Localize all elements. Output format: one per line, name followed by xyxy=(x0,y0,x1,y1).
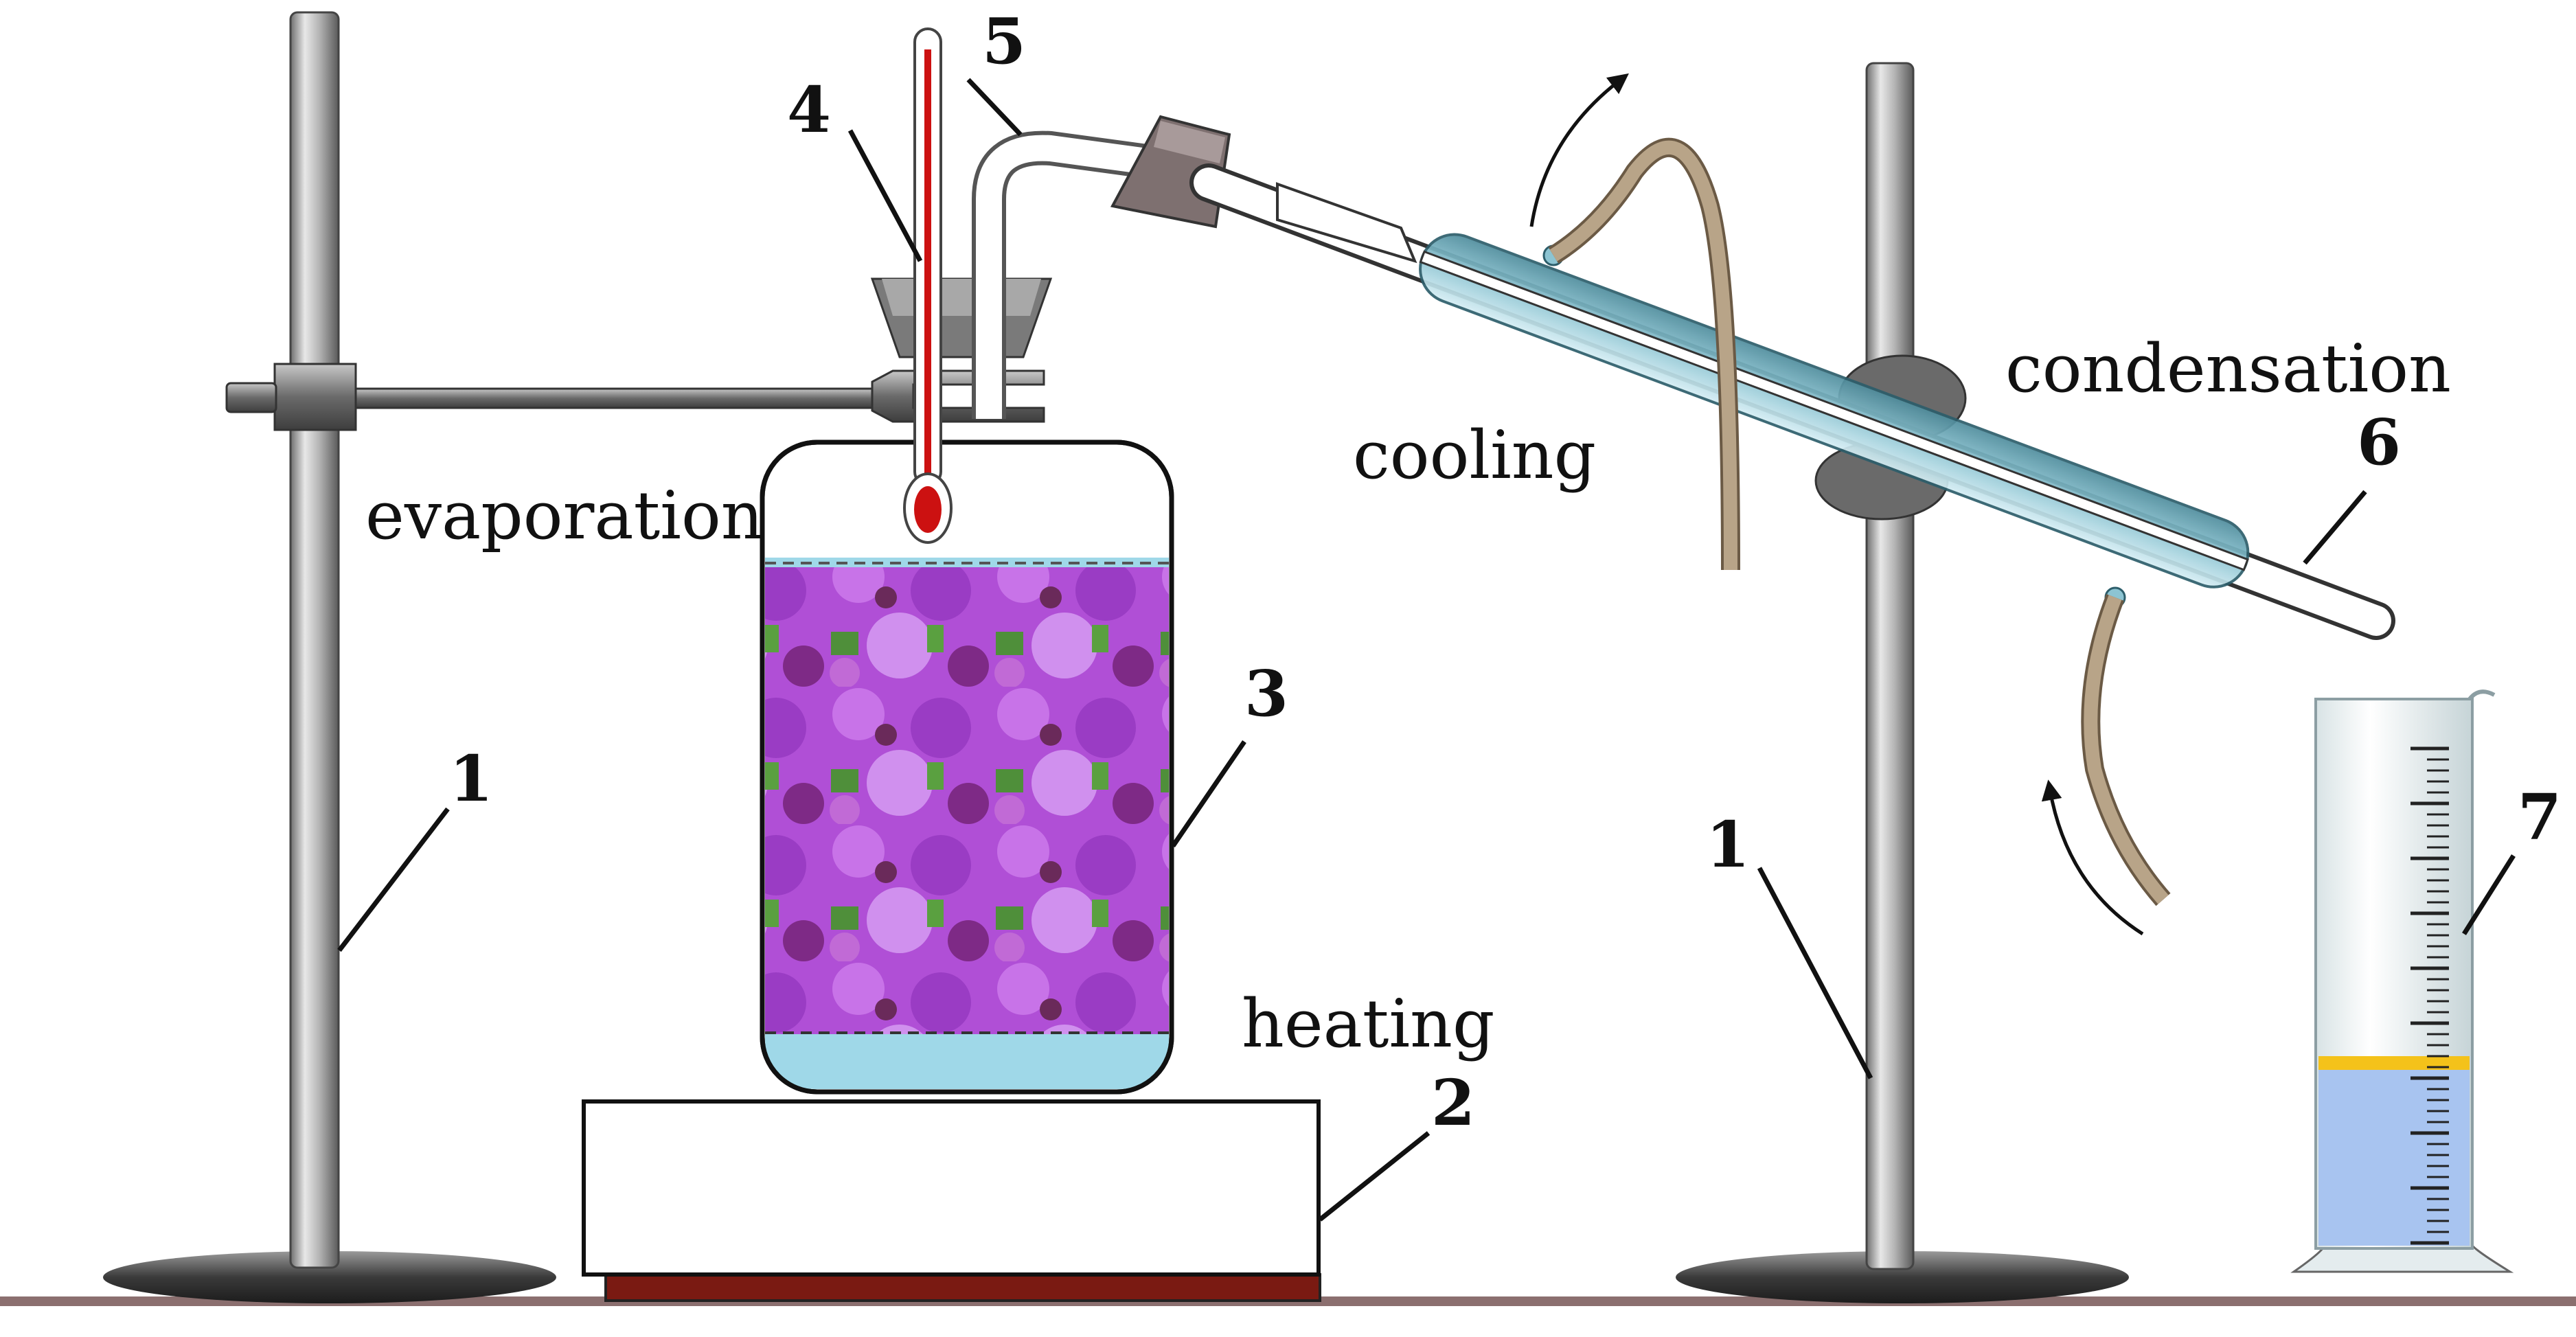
right-stand-base xyxy=(1676,1251,2129,1303)
flask-clamp-jaws xyxy=(871,369,1045,423)
flask-outline-stroke xyxy=(760,439,1174,1095)
leader-thermometer xyxy=(847,129,923,262)
hot-plate-body xyxy=(582,1099,1321,1277)
leader-vapor-tube xyxy=(966,78,1023,137)
right-stand xyxy=(1676,62,2129,1303)
callout-6: 6 xyxy=(2357,405,2401,479)
thermometer xyxy=(903,27,953,544)
flask-contents xyxy=(765,566,1169,1034)
left-clamp-arm xyxy=(342,387,894,409)
leader-condenser xyxy=(2303,490,2367,565)
condenser-inner-tube-front xyxy=(1419,250,2249,571)
left-stand-rod xyxy=(289,11,340,1269)
label-condensation: condensation xyxy=(2005,330,2451,407)
left-stand xyxy=(103,11,1045,1303)
condenser xyxy=(1189,163,2395,640)
callout-5: 5 xyxy=(982,4,1026,78)
inflow-arrow xyxy=(2041,779,2144,936)
right-stand-rod xyxy=(1865,62,1915,1270)
cooling-hoses xyxy=(1548,137,2171,906)
cylinder-lip xyxy=(2467,689,2496,700)
callout-2: 2 xyxy=(1431,1066,1475,1140)
left-boss-screw xyxy=(225,382,277,413)
flask xyxy=(760,439,1174,1095)
leader-cylinder xyxy=(2462,854,2516,935)
hot-plate xyxy=(582,1099,1321,1302)
measuring-cylinder xyxy=(2290,689,2514,1273)
leader-flask xyxy=(1171,740,1246,847)
flask-water xyxy=(765,1034,1169,1089)
callout-leaders xyxy=(337,78,2516,1222)
rubber-connector-highlight xyxy=(1154,121,1225,163)
leader-stand-left xyxy=(337,807,450,952)
left-stand-base xyxy=(103,1251,556,1303)
stopper xyxy=(870,277,1053,358)
callout-7: 7 xyxy=(2518,780,2562,854)
outlet-hose-fill xyxy=(1549,140,1737,571)
thermometer-bulb xyxy=(914,486,942,533)
label-evaporation: evaporation xyxy=(365,477,764,554)
callout-1-left: 1 xyxy=(449,742,493,816)
vapor-tube-inner xyxy=(976,135,1224,419)
callout-4: 4 xyxy=(787,73,831,147)
callout-1-right: 1 xyxy=(1706,808,1750,882)
cylinder-graduations xyxy=(2410,746,2449,1245)
cylinder-distillate xyxy=(2318,1069,2470,1246)
outflow-arrow xyxy=(1529,73,1629,227)
label-cooling: cooling xyxy=(1353,417,1596,494)
label-heating: heating xyxy=(1242,985,1494,1062)
inlet-hose-fill xyxy=(2084,595,2169,904)
callout-3: 3 xyxy=(1244,656,1288,731)
leader-stand-right xyxy=(1757,867,1873,1079)
left-boss-head xyxy=(273,363,357,431)
stopper-top xyxy=(882,279,1041,316)
thermometer-liquid-column xyxy=(924,49,931,482)
hot-plate-base xyxy=(604,1273,1321,1302)
leader-hot-plate xyxy=(1318,1131,1431,1222)
condenser-neck xyxy=(1276,182,1417,264)
